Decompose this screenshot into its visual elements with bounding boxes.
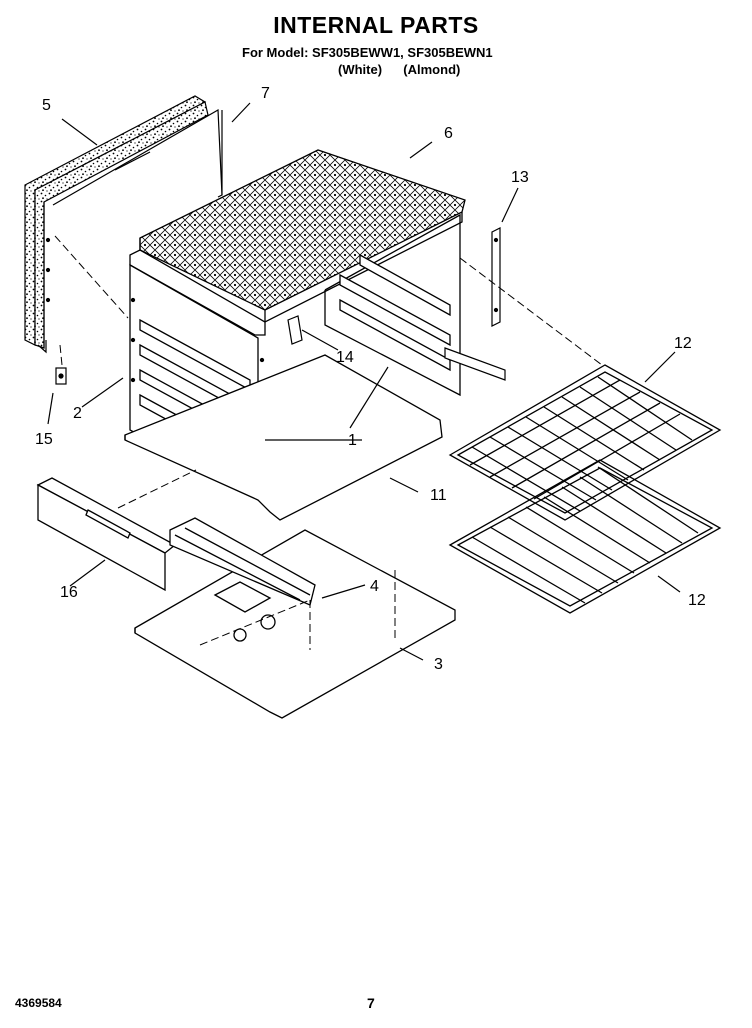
callout-7: 7: [261, 85, 270, 102]
callout-2: 2: [73, 405, 82, 422]
color-almond-label: (Almond): [403, 62, 461, 77]
callout-5: 5: [42, 97, 51, 114]
oven-rack-part-12-upper: [448, 364, 722, 521]
part-15-fastener: [55, 367, 67, 385]
callout-14: 14: [336, 349, 354, 366]
callout-15: 15: [35, 431, 53, 448]
page-title: INTERNAL PARTS: [273, 12, 479, 38]
callout-12-upper: 12: [674, 335, 692, 352]
model-line: For Model: SF305BEWW1, SF305BEWN1: [242, 45, 493, 60]
callout-11: 11: [430, 487, 447, 504]
bracket-part-13: [491, 227, 501, 327]
seal-frame-part-7: [52, 108, 223, 206]
bottom-pan-part-3: [134, 517, 456, 719]
page-number: 7: [367, 995, 375, 1011]
callout-3: 3: [434, 656, 443, 673]
door-frame-part-5: [24, 95, 209, 354]
callout-6: 6: [444, 125, 453, 142]
callout-1: 1: [348, 432, 357, 449]
clip-part-14: [287, 315, 303, 345]
callout-4: 4: [370, 578, 379, 595]
doc-number: 4369584: [15, 996, 62, 1010]
side-strip: [444, 347, 506, 381]
oven-rack-part-12-lower: [448, 459, 722, 614]
oven-liner-part-1: [124, 213, 461, 521]
color-line: (White) (Almond): [338, 62, 460, 77]
dashed-lines: [54, 235, 603, 650]
front-panel-part-16: [36, 477, 177, 592]
color-white-label: (White): [338, 62, 383, 77]
callout-16: 16: [60, 584, 78, 601]
callout-13: 13: [511, 169, 529, 186]
callout-12-lower: 12: [688, 592, 706, 609]
leader-lines: [47, 102, 681, 661]
